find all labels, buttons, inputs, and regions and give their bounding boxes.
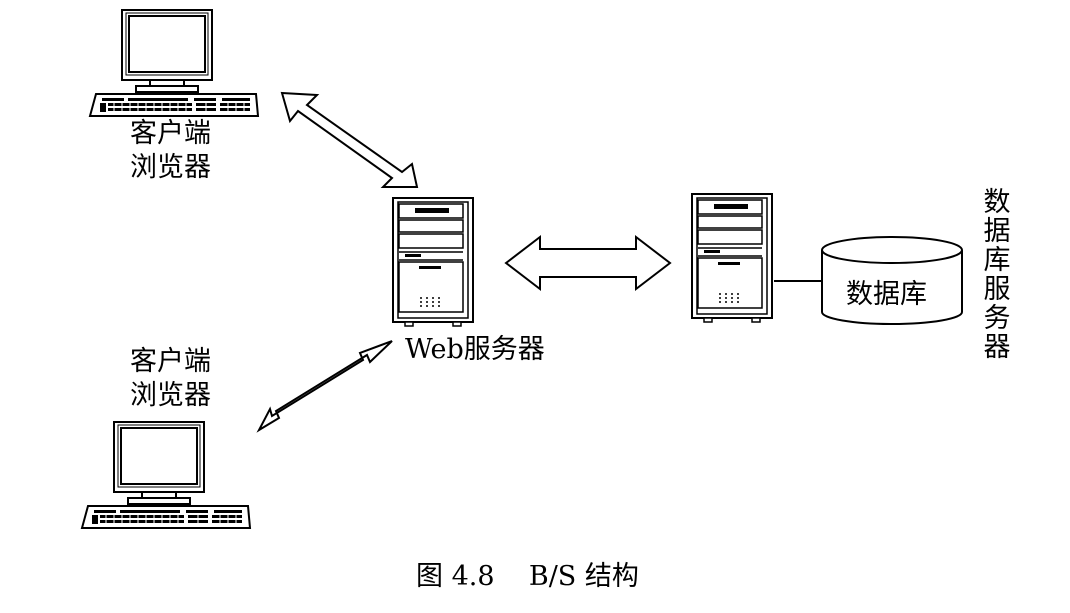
db-server-vertical-char: 器 [983,332,1011,363]
arrow-client-bottom-web [256,340,393,433]
client-bottom-computer-icon [81,421,251,529]
client-top-label-line1: 客户端 [130,118,211,149]
db-server-vertical-char: 数 [983,187,1011,218]
db-server-vertical-char: 库 [983,245,1011,276]
arrow-web-db [504,234,672,292]
client-top-label-line2: 浏览器 [130,152,211,183]
client-top-label: 客户端 浏览器 [130,117,211,185]
web-server-label: Web服务器 [405,334,545,365]
client-bottom-label: 客户端 浏览器 [130,345,211,413]
db-server-vertical-char: 据 [983,216,1011,247]
arrow-client-top-web [280,91,419,188]
client-bottom-label-line2: 浏览器 [130,380,211,411]
client-top-computer-icon [89,9,259,117]
db-server-icon [691,193,773,323]
db-server-vertical-label: 数据库服务器 [982,188,1012,362]
db-server-vertical-char: 务 [983,303,1011,334]
web-server-icon [392,197,474,327]
db-server-vertical-char: 服 [983,274,1011,305]
client-bottom-label-line1: 客户端 [130,346,211,377]
figure-caption: 图 4.8 B/S 结构 [416,561,639,592]
database-label: 数据库 [846,279,927,310]
database-cylinder-icon [821,236,963,325]
